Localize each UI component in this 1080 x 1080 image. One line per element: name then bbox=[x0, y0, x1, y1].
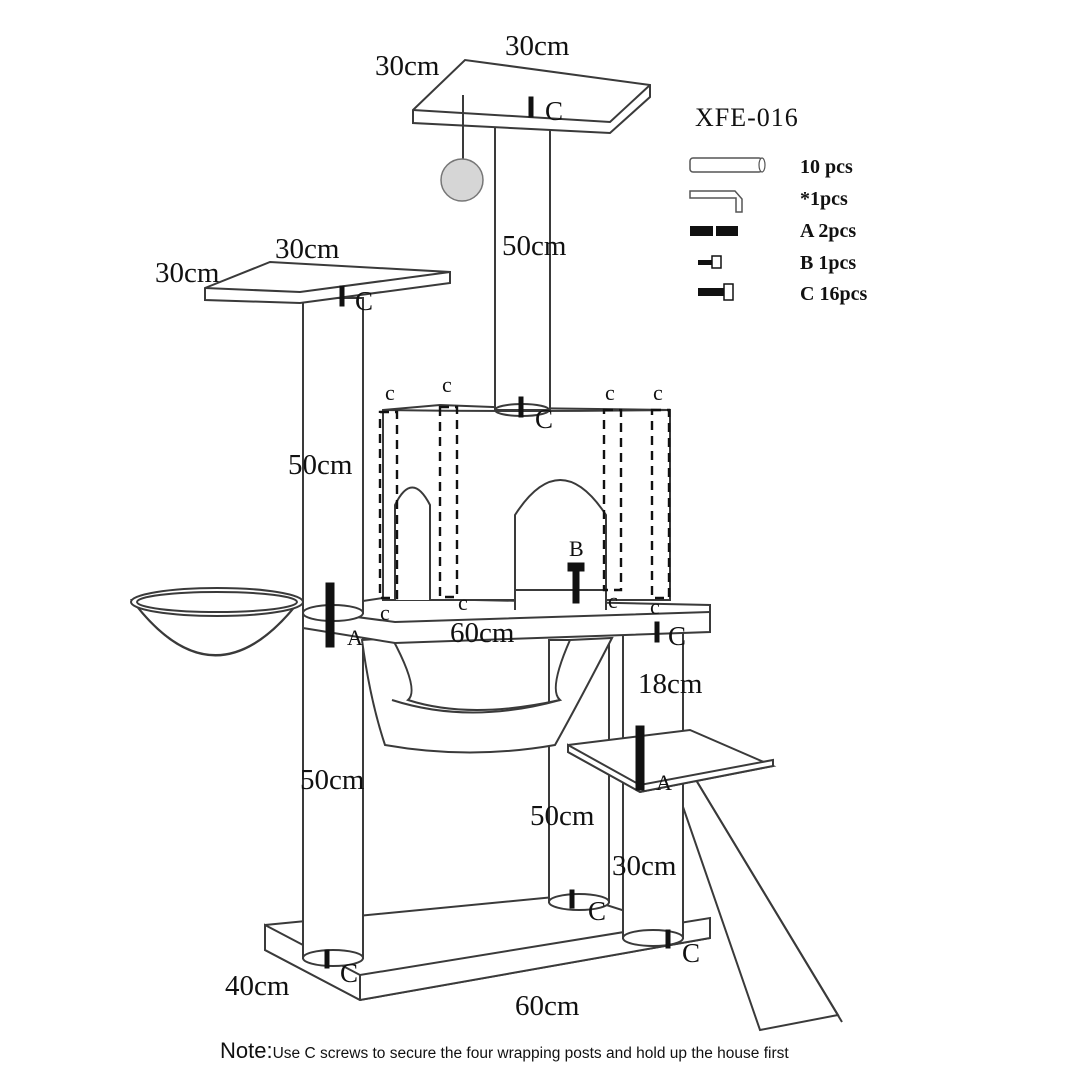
dim-base-width: 60cm bbox=[515, 990, 580, 1022]
screw-c-house-top bbox=[518, 396, 524, 418]
hanging-bowl bbox=[129, 587, 304, 657]
dim-left-platform-width: 30cm bbox=[275, 233, 340, 265]
label-c-small: c bbox=[653, 380, 663, 405]
label-c: C bbox=[535, 404, 553, 434]
tube-icon bbox=[689, 157, 766, 173]
label-c-small: c bbox=[385, 380, 395, 405]
screw-c-icon bbox=[698, 283, 734, 301]
dim-middle-post: 50cm bbox=[530, 800, 595, 832]
dim-tall-post-upper: 50cm bbox=[502, 230, 567, 262]
label-c: C bbox=[340, 958, 358, 988]
label-c-small: c bbox=[605, 380, 615, 405]
note-label: Note: bbox=[220, 1038, 273, 1063]
label-a: A bbox=[347, 625, 363, 650]
dim-house-platform: 60cm bbox=[450, 617, 515, 649]
connector-a-right bbox=[635, 725, 645, 791]
hex-key-icon bbox=[689, 190, 743, 213]
label-c-small: c bbox=[650, 594, 660, 619]
dim-top-platform-width: 30cm bbox=[505, 30, 570, 62]
connector-a-icon bbox=[690, 225, 738, 237]
base-board bbox=[264, 893, 711, 1002]
screw-c-top bbox=[528, 96, 534, 118]
dim-left-platform-depth: 30cm bbox=[155, 257, 220, 289]
dim-base-depth: 40cm bbox=[225, 970, 290, 1002]
part-label: 10 pcs bbox=[800, 156, 853, 178]
right-short-post bbox=[622, 627, 684, 747]
dim-top-platform-depth: 30cm bbox=[375, 50, 440, 82]
model-number: XFE-016 bbox=[695, 103, 799, 132]
label-c-small: c bbox=[442, 372, 452, 397]
screw-c-right-platform bbox=[654, 621, 660, 643]
label-c: C bbox=[682, 938, 700, 968]
label-c: C bbox=[588, 896, 606, 926]
part-label: C 16pcs bbox=[800, 283, 867, 305]
parts-legend: XFE-016 10 pcs *1pcs A 2pcs B 1pcs C 16p… bbox=[689, 103, 867, 305]
label-c: C bbox=[668, 621, 686, 651]
label-c: C bbox=[355, 286, 373, 316]
house-panels-dashed bbox=[378, 405, 671, 600]
connector-a-left bbox=[325, 582, 335, 648]
label-c-small: c bbox=[380, 600, 390, 625]
left-lower-post bbox=[302, 627, 364, 967]
screw-b-shaft bbox=[572, 570, 580, 604]
dimension-labels: 30cm 30cm 50cm 30cm 30cm 50cm 60cm 18cm … bbox=[155, 30, 703, 1022]
label-b: B bbox=[569, 536, 584, 561]
screw-c-middle-base bbox=[569, 889, 575, 909]
ramp bbox=[670, 768, 843, 1032]
assembly-note: Note:Use C screws to secure the four wra… bbox=[220, 1038, 789, 1064]
label-c-small: c bbox=[608, 588, 618, 613]
screw-c-right-base bbox=[665, 929, 671, 949]
label-c-small: c bbox=[458, 590, 468, 615]
dim-left-post-lower: 50cm bbox=[300, 764, 365, 796]
left-upper-post bbox=[302, 297, 364, 622]
part-label: A 2pcs bbox=[800, 220, 856, 242]
dim-left-post-upper: 50cm bbox=[288, 449, 353, 481]
screw-labels: C C C C C C C c c c c c c c c A A B bbox=[340, 96, 700, 988]
dim-right-post-lower: 30cm bbox=[612, 850, 677, 882]
left-top-platform bbox=[204, 260, 451, 305]
note-text: Use C screws to secure the four wrapping… bbox=[272, 1045, 789, 1062]
label-c: C bbox=[545, 96, 563, 126]
screw-c-left-top bbox=[339, 285, 345, 307]
screw-c-left-base bbox=[324, 949, 330, 969]
dim-right-post-short: 18cm bbox=[638, 668, 703, 700]
tall-post bbox=[494, 99, 551, 417]
screw-b-head bbox=[567, 562, 585, 572]
house-box bbox=[382, 403, 671, 610]
screws bbox=[324, 96, 671, 969]
part-label: B 1pcs bbox=[800, 252, 856, 274]
hammock bbox=[360, 636, 614, 754]
part-label: *1pcs bbox=[800, 188, 848, 210]
hanging-ball-toy bbox=[440, 95, 484, 202]
screw-b-icon bbox=[698, 255, 722, 269]
label-a: A bbox=[656, 770, 672, 795]
